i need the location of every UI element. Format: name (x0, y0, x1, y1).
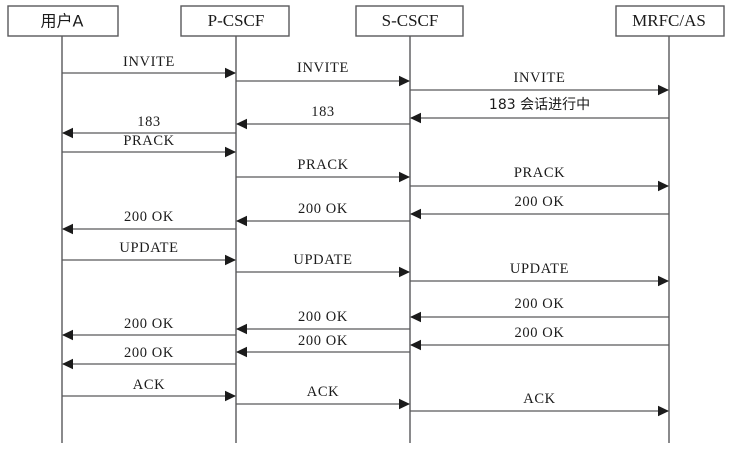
message-13-ua-to-pcscf[interactable]: UPDATE (62, 240, 236, 266)
actor-boxes-layer: 用户A P-CSCF S-CSCF MRFC/AS (7, 5, 725, 37)
message-10-mrfc-to-scscf[interactable]: 200 OK (410, 194, 669, 220)
message-17-scscf-to-pcscf[interactable]: 200 OK (236, 309, 410, 335)
message-label: 200 OK (515, 296, 565, 312)
message-label: 200 OK (298, 333, 348, 349)
message-arrowhead-right (399, 398, 410, 410)
message-label: INVITE (297, 60, 349, 76)
actor-label-pcscf: P-CSCF (208, 11, 265, 30)
message-arrowhead-left (410, 112, 421, 124)
message-label: 200 OK (124, 316, 174, 332)
message-arrowhead-left (410, 208, 421, 220)
message-19-mrfc-to-scscf[interactable]: 200 OK (410, 325, 669, 351)
message-8-pcscf-to-scscf[interactable]: PRACK (236, 157, 410, 183)
message-arrowhead-left (62, 127, 73, 139)
message-9-scscf-to-mrfc[interactable]: PRACK (410, 165, 669, 192)
message-label: 200 OK (515, 194, 565, 210)
message-12-pcscf-to-ua[interactable]: 200 OK (62, 209, 236, 235)
message-label: 200 OK (124, 209, 174, 225)
message-arrowhead-left (236, 215, 247, 227)
actor-box-scscf[interactable]: S-CSCF (355, 5, 464, 37)
actor-box-frame-ua (7, 5, 119, 37)
message-1-ua-to-pcscf[interactable]: INVITE (62, 54, 236, 79)
message-15-scscf-to-mrfc[interactable]: UPDATE (410, 261, 669, 287)
message-label: PRACK (297, 157, 348, 173)
message-label: 183 (137, 114, 161, 130)
message-4-mrfc-to-scscf[interactable]: 183 会话进行中 (410, 97, 669, 124)
lifelines-layer (61, 36, 670, 443)
message-arrowhead-left (62, 223, 73, 235)
message-label: INVITE (123, 54, 175, 70)
message-arrowhead-right (399, 75, 410, 87)
message-label: 200 OK (298, 201, 348, 217)
message-label: 183 (311, 104, 335, 120)
message-24-scscf-to-mrfc[interactable]: ACK (410, 391, 669, 417)
message-16-mrfc-to-scscf[interactable]: 200 OK (410, 296, 669, 323)
message-3-scscf-to-mrfc[interactable]: INVITE (410, 70, 669, 96)
message-label: ACK (133, 377, 165, 393)
message-6-pcscf-to-ua[interactable]: 183 (62, 114, 236, 139)
message-arrowhead-right (658, 180, 669, 192)
message-arrowhead-right (225, 67, 236, 79)
message-arrowhead-right (225, 254, 236, 266)
message-arrowhead-left (236, 323, 247, 335)
message-14-pcscf-to-scscf[interactable]: UPDATE (236, 252, 410, 278)
message-arrowhead-right (658, 84, 669, 96)
message-label: UPDATE (119, 240, 178, 256)
message-label: 183 会话进行中 (489, 97, 590, 113)
message-arrowhead-left (62, 358, 73, 370)
message-20-scscf-to-pcscf[interactable]: 200 OK (236, 333, 410, 358)
message-2-pcscf-to-scscf[interactable]: INVITE (236, 60, 410, 87)
actor-label-ua: 用户A (41, 12, 84, 31)
message-label: 200 OK (124, 345, 174, 361)
message-23-pcscf-to-scscf[interactable]: ACK (236, 384, 410, 410)
message-arrowhead-right (225, 390, 236, 402)
message-arrowhead-left (62, 329, 73, 341)
message-label: PRACK (514, 165, 565, 181)
message-label: ACK (523, 391, 555, 407)
message-arrowhead-left (410, 311, 421, 323)
message-arrowhead-left (236, 346, 247, 358)
actor-box-frame-scscf (355, 5, 464, 37)
actor-label-scscf: S-CSCF (382, 11, 439, 30)
message-label: 200 OK (515, 325, 565, 341)
actor-label-mrfc: MRFC/AS (632, 11, 706, 30)
message-5-scscf-to-pcscf[interactable]: 183 (236, 104, 410, 130)
message-label: PRACK (123, 133, 174, 149)
actor-box-ua[interactable]: 用户A (7, 5, 119, 37)
actor-box-frame-mrfc (615, 5, 725, 37)
actor-box-mrfc[interactable]: MRFC/AS (615, 5, 725, 37)
message-label: UPDATE (293, 252, 352, 268)
message-18-pcscf-to-ua[interactable]: 200 OK (62, 316, 236, 341)
actor-box-frame-pcscf (180, 5, 290, 37)
message-arrowhead-right (399, 266, 410, 278)
actor-box-pcscf[interactable]: P-CSCF (180, 5, 290, 37)
message-arrowhead-left (236, 118, 247, 130)
message-22-ua-to-pcscf[interactable]: ACK (62, 377, 236, 402)
message-label: INVITE (514, 70, 566, 86)
message-arrowhead-right (225, 146, 236, 158)
message-21-pcscf-to-ua[interactable]: 200 OK (62, 345, 236, 370)
message-arrowhead-right (658, 275, 669, 287)
message-label: ACK (307, 384, 339, 400)
message-label: UPDATE (510, 261, 569, 277)
message-11-scscf-to-pcscf[interactable]: 200 OK (236, 201, 410, 227)
message-arrowhead-right (658, 405, 669, 417)
message-arrowhead-left (410, 339, 421, 351)
message-arrowhead-right (399, 171, 410, 183)
message-7-ua-to-pcscf[interactable]: PRACK (62, 133, 236, 158)
message-label: 200 OK (298, 309, 348, 325)
